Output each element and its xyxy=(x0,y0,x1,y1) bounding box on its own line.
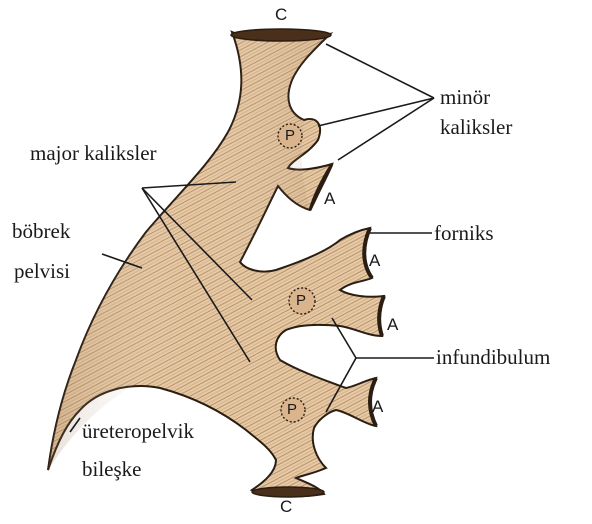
label-minor-calyces-line2: kaliksler xyxy=(440,114,512,140)
label-fornix: forniks xyxy=(434,220,494,246)
calyx-mid-lower-cup xyxy=(379,296,384,336)
marker-p-lower: P xyxy=(287,401,297,418)
marker-a-mid-top: A xyxy=(369,252,380,270)
marker-p-mid: P xyxy=(296,292,306,309)
label-renal-pelvis-line1: böbrek xyxy=(12,218,70,244)
label-renal-pelvis-line2: pelvisi xyxy=(14,258,70,284)
label-upj-line2: bileşke xyxy=(82,456,141,482)
marker-bottom-c: C xyxy=(280,498,292,516)
leader-minor-1 xyxy=(326,44,434,98)
label-major-calyces: major kaliksler xyxy=(30,140,157,166)
label-minor-calyces-line1: minör xyxy=(440,84,490,110)
calyx-bottom-cup xyxy=(252,487,324,497)
marker-top-c: C xyxy=(275,6,287,24)
calyx-top-cup xyxy=(231,29,331,41)
marker-a-lower: A xyxy=(372,398,383,416)
label-upj-line1: üreteropelvik xyxy=(82,418,194,444)
leader-minor-2 xyxy=(318,98,434,126)
marker-a-upper: A xyxy=(324,190,335,208)
marker-a-mid-bottom: A xyxy=(387,316,398,334)
label-infundibulum: infundibulum xyxy=(436,344,550,370)
marker-p-upper: P xyxy=(285,127,295,144)
leader-minor-3 xyxy=(338,98,434,160)
